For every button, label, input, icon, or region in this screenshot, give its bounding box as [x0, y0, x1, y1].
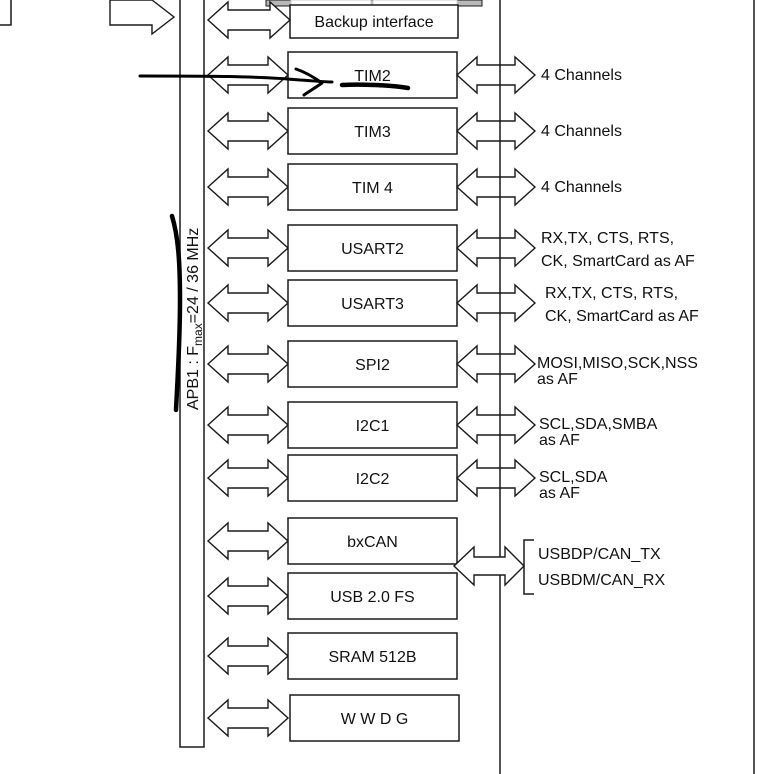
- io-link-arrow-icon: [455, 283, 537, 323]
- io-link-arrow-icon: [455, 458, 537, 498]
- handwritten-annotation: [138, 67, 411, 413]
- backup-interface-box: [289, 4, 459, 39]
- peripheral-box: [287, 572, 458, 620]
- bus-link-arrow-icon: [206, 458, 290, 498]
- signal-text-line-2: CK, SmartCard as AF: [541, 253, 695, 270]
- peripheral-box: [287, 454, 458, 502]
- apb1-bus-label: APB1 : Fmax=24 / 36 MHz: [185, 228, 205, 410]
- peripheral-label: W W D G: [341, 711, 409, 728]
- signal-text-line-1: RX,TX, CTS, RTS,: [541, 230, 674, 247]
- signal-text: 4 Channels: [541, 67, 622, 84]
- peripheral-wwdg: W W D G: [206, 694, 460, 742]
- bus-link-arrow-icon: [206, 111, 290, 151]
- peripheral-box: [287, 279, 458, 327]
- usb-can-bracket: [523, 539, 534, 595]
- peripheral-box: [287, 517, 458, 565]
- upper-block-fragment: [0, 0, 12, 26]
- usb-can-signal-2: USBDM/CAN_RX: [538, 572, 665, 589]
- peripheral-usart3: USART3 RX,TX, CTS, RTS, CK, SmartCard as A…: [206, 279, 699, 327]
- signal-text: 4 Channels: [541, 123, 622, 140]
- bus-link-arrow-icon: [206, 167, 290, 207]
- peripheral-bxcan: bxCAN: [206, 517, 458, 565]
- peripheral-box: [287, 51, 458, 99]
- signal-text-line-1: RX,TX, CTS, RTS,: [545, 285, 678, 302]
- peripheral-label: SRAM 512B: [328, 649, 416, 666]
- annotation-arrow-head-icon: [294, 67, 324, 97]
- annotation-underline: [339, 82, 411, 91]
- peripheral-usart2: USART2 RX,TX, CTS, RTS, CK, SmartCard as A…: [206, 224, 695, 272]
- signal-text-line-2: as AF: [537, 371, 578, 388]
- bus-link-arrow-icon: [206, 698, 290, 738]
- peripheral-box: [287, 401, 458, 449]
- signal-text-line-2: as AF: [539, 485, 580, 502]
- input-arrow-icon: [109, 0, 176, 36]
- bus-link-arrow-icon: [206, 521, 290, 561]
- usb-can-signal-1: USBDP/CAN_TX: [538, 546, 661, 563]
- io-link-arrow-icon: [455, 344, 537, 384]
- io-link-arrow-icon: [455, 111, 537, 151]
- peripheral-box: [287, 340, 458, 388]
- peripheral-tim4: TIM 4 4 Channels: [206, 163, 622, 211]
- bus-link-arrow-icon: [206, 636, 290, 676]
- io-link-arrow-icon: [455, 55, 537, 95]
- peripheral-label: bxCAN: [347, 534, 398, 551]
- peripheral-label: USART2: [341, 241, 404, 258]
- signal-text-line-2: CK, SmartCard as AF: [545, 308, 699, 325]
- backup-interface-label: Backup interface: [314, 14, 433, 31]
- io-link-arrow-icon: [455, 228, 537, 268]
- peripheral-tim3: TIM3 4 Channels: [206, 107, 622, 155]
- peripheral-sram: SRAM 512B: [206, 632, 458, 680]
- peripheral-label: USART3: [341, 296, 404, 313]
- peripheral-label: TIM 4: [352, 180, 393, 197]
- peripheral-label: SPI2: [355, 357, 390, 374]
- signal-text-line-1: SCL,SDA: [539, 469, 608, 486]
- usb-can-shared-signals: USBDP/CAN_TX USBDM/CAN_RX: [452, 539, 665, 595]
- peripheral-box: [289, 694, 460, 742]
- signal-text-line-1: SCL,SDA,SMBA: [539, 416, 658, 433]
- bus-link-arrow-icon: [206, 228, 290, 268]
- io-link-arrow-icon: [455, 405, 537, 445]
- peripheral-box: [287, 632, 458, 680]
- bus-link-arrow-icon: [206, 283, 290, 323]
- bus-link-arrow-icon: [206, 576, 290, 616]
- peripheral-box: [287, 224, 458, 272]
- signal-text: 4 Channels: [541, 179, 622, 196]
- peripheral-label: USB 2.0 FS: [330, 589, 414, 606]
- io-link-arrow-icon: [455, 167, 537, 207]
- bus-link-arrow-icon: [206, 405, 290, 445]
- peripheral-label: TIM3: [354, 124, 391, 141]
- peripheral-tim2: TIM2 4 Channels: [206, 51, 622, 99]
- backup-link-arrow-icon: [206, 0, 292, 40]
- bus-link-arrow-icon: [206, 344, 290, 384]
- signal-text-line-1: MOSI,MISO,SCK,NSS: [537, 355, 698, 372]
- peripheral-usb: USB 2.0 FS: [206, 572, 458, 620]
- signal-text-line-2: as AF: [539, 432, 580, 449]
- peripheral-label: I2C1: [356, 418, 390, 435]
- peripheral-label: TIM2: [354, 68, 391, 85]
- annotation-bus-bracket: [169, 213, 183, 413]
- peripheral-label: I2C2: [356, 471, 390, 488]
- usb-can-double-arrow-icon: [452, 545, 525, 587]
